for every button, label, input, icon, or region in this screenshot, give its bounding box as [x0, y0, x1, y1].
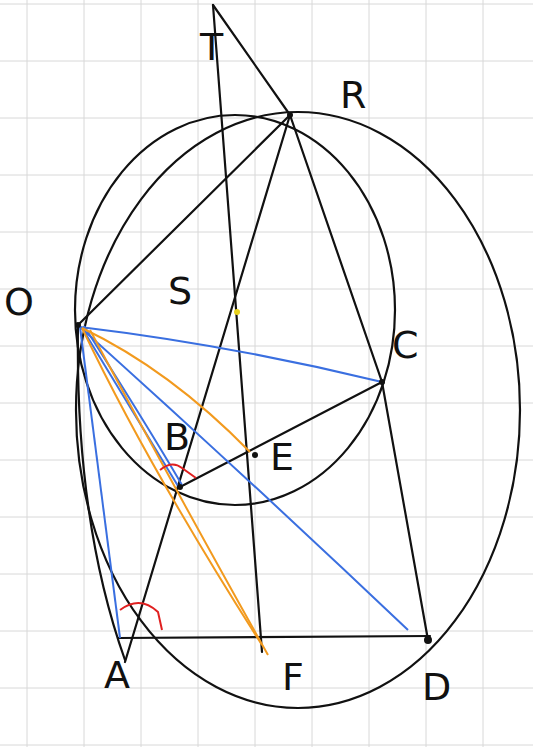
point-label: D [422, 668, 451, 706]
points [75, 112, 432, 644]
point-label: E [270, 438, 294, 476]
point-label: A [104, 656, 130, 694]
blue-lines [80, 326, 408, 638]
black-lines [75, 5, 520, 708]
point-label: S [168, 272, 192, 310]
point-label: F [282, 658, 304, 696]
point-label: C [392, 326, 419, 364]
point-label: R [340, 76, 366, 114]
point-label: B [164, 418, 190, 456]
point-label: T [200, 28, 223, 66]
point-label: O [4, 283, 34, 321]
angle-marks [120, 464, 196, 630]
orange-lines [82, 328, 268, 655]
